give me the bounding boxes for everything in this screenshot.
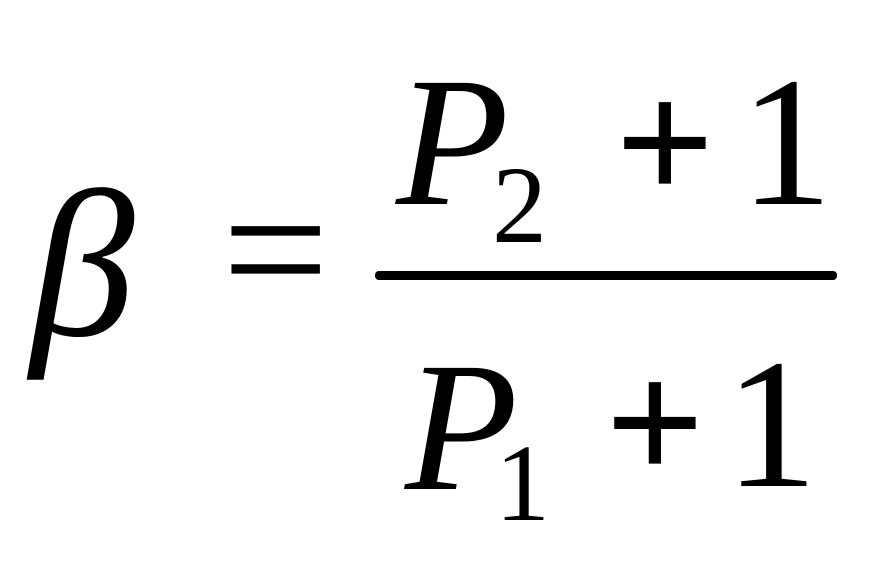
- numerator-subscript: 2: [492, 144, 547, 266]
- equals-sign: =: [222, 145, 330, 355]
- numerator-variable: P: [396, 40, 510, 245]
- numerator-constant: 1: [740, 40, 833, 245]
- fraction-bar: [375, 271, 837, 280]
- denominator-constant: 1: [725, 322, 818, 527]
- denominator-subscript: 1: [495, 422, 550, 544]
- numerator-plus-sign: +: [615, 45, 715, 239]
- beta-symbol: β: [30, 149, 135, 381]
- denominator-plus-sign: +: [605, 325, 705, 519]
- denominator-variable: P: [405, 325, 519, 530]
